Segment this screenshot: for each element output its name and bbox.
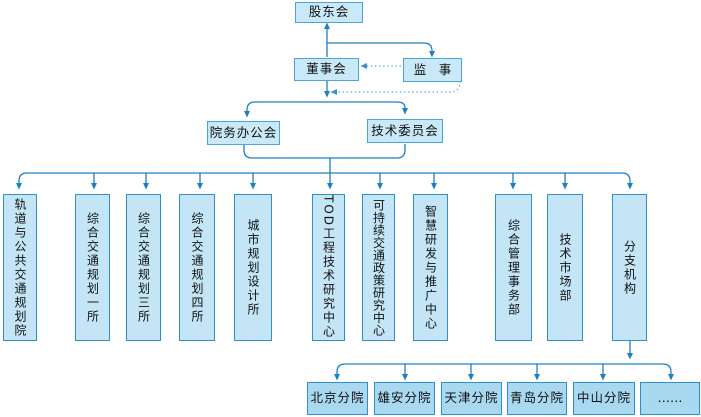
org-node-supervisors: 监 事	[403, 58, 462, 82]
edge-supervisors-to-line	[330, 80, 461, 95]
edge-to-office	[244, 101, 327, 118]
org-node-dept-smart-rd-center: 智慧研发与推广中心	[413, 194, 448, 341]
org-node-branch-xiongan: 雄安分院	[374, 382, 435, 415]
org-node-dept-branch-offices: 分支机构	[612, 194, 647, 341]
org-node-branch-beijing: 北京分院	[307, 382, 368, 415]
org-node-dept-general-admin: 综合管理事务部	[495, 194, 532, 341]
edge-branch-bus	[334, 363, 674, 381]
org-node-tech-committee: 技术委员会	[367, 119, 443, 143]
org-node-dept-planning-3: 综合交通规划三所	[126, 194, 161, 341]
org-node-branch-tianjin: 天津分院	[441, 382, 502, 415]
org-node-dept-planning-1: 综合交通规划一所	[75, 194, 110, 341]
org-node-dept-planning-4: 综合交通规划四所	[179, 194, 215, 341]
edge-office-committee-join	[243, 144, 406, 159]
org-node-branch-qingdao: 青岛分院	[507, 382, 567, 415]
org-node-shareholders: 股东会	[295, 2, 363, 23]
edge-to-tech-committee	[327, 101, 408, 115]
org-node-board: 董事会	[294, 58, 359, 81]
org-node-branch-zhongshan: 中山分院	[573, 382, 635, 415]
edge-shareholders-to-supervisors	[327, 42, 435, 58]
org-node-office: 院务办公会	[207, 121, 280, 145]
org-node-dept-urban-planning: 城市规划设计所	[234, 194, 272, 341]
edge-department-bus	[16, 172, 633, 190]
org-node-dept-tech-market: 技术市场部	[547, 194, 583, 341]
org-node-dept-tod-center: TOD工程技术研究中心	[312, 194, 345, 341]
org-node-branch-more: ……	[640, 382, 700, 415]
org-node-dept-rail-public-transport: 轨道与公共交通规划院	[3, 194, 37, 341]
org-node-dept-sustainable-policy-center: 可持续交通政策研究中心	[362, 194, 395, 341]
